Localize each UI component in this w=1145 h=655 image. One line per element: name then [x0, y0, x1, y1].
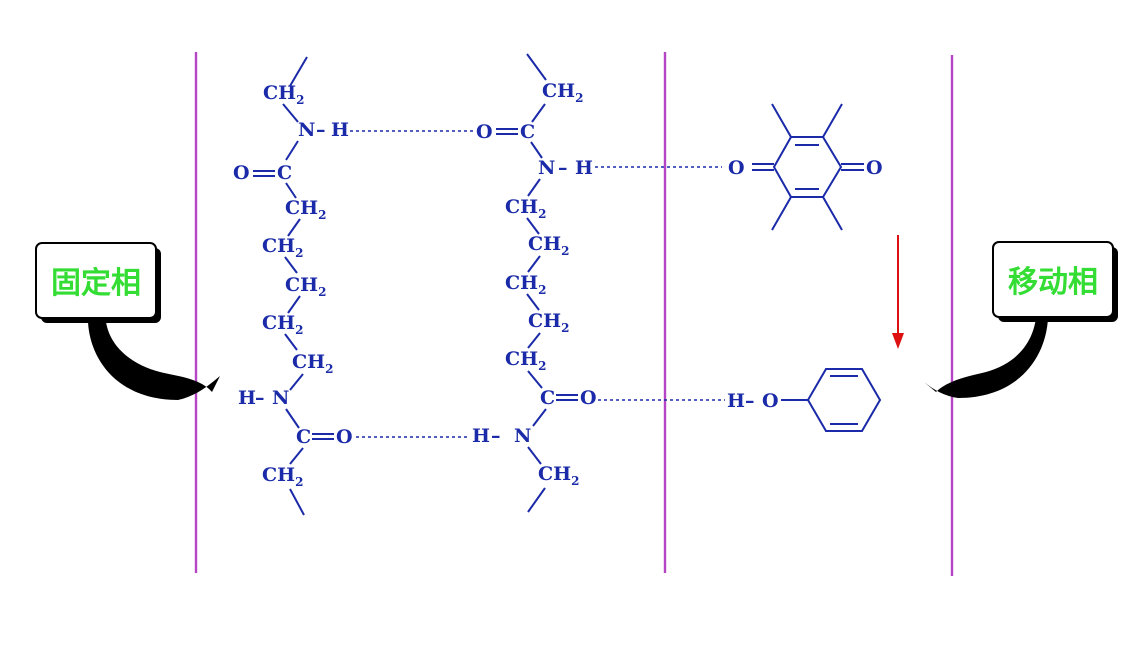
quinone-o-right: O: [866, 157, 883, 179]
left-ch2-2: CH2: [285, 197, 326, 222]
right-polyamide-chain: CH2 O C N – H CH2 CH2 CH2 CH2 CH2 C O H …: [472, 53, 597, 513]
flow-arrow-icon: [892, 235, 904, 349]
phenol-h: H: [727, 390, 745, 412]
mobile-phase-label: 移动相: [1008, 265, 1098, 300]
left-polyamide-chain: CH2 N – H O C CH2 CH2 CH2 CH2 CH2 H – N …: [233, 56, 353, 516]
phenol-molecule: H – O: [727, 368, 882, 432]
left-ch2-6: CH2: [292, 351, 333, 376]
right-ch2-3: CH2: [528, 233, 569, 258]
right-ch2-2: CH2: [505, 196, 546, 221]
phenol-dash: –: [745, 390, 755, 412]
stationary-callout-pointer: [88, 322, 220, 400]
right-n-2: N: [514, 425, 531, 447]
right-c-1: C: [520, 121, 535, 143]
right-dash-2: –: [491, 425, 501, 447]
left-o-1: O: [233, 162, 250, 184]
right-n-1: N: [538, 157, 555, 179]
right-ch2-7: CH2: [538, 463, 579, 488]
right-h-1: H: [575, 157, 593, 179]
left-n-1: N: [298, 119, 315, 141]
left-o-2: O: [336, 426, 353, 448]
mobile-phase-callout: 移动相: [924, 241, 1118, 398]
left-ch2-3: CH2: [262, 235, 303, 260]
right-c-2: C: [540, 387, 555, 409]
right-ch2-1: CH2: [542, 80, 583, 105]
right-h-2: H: [472, 425, 490, 447]
left-c-2: C: [296, 426, 311, 448]
stationary-phase-label: 固定相: [51, 266, 141, 301]
right-ch2-4: CH2: [505, 272, 546, 297]
right-dash-1: –: [558, 157, 568, 179]
left-ch2-5: CH2: [262, 312, 303, 337]
stationary-phase-callout: 固定相: [35, 242, 220, 400]
right-ch2-5: CH2: [528, 310, 569, 335]
right-o-1: O: [476, 121, 493, 143]
left-dash-2: –: [255, 387, 265, 409]
phenol-o: O: [762, 390, 779, 412]
left-ch2-7: CH2: [262, 464, 303, 489]
left-c-1: C: [277, 162, 292, 184]
left-h-1: H: [331, 119, 349, 141]
left-n-2: N: [272, 387, 289, 409]
right-ch2-6: CH2: [505, 348, 546, 373]
left-ch2-1: CH2: [263, 82, 304, 107]
right-o-2: O: [580, 387, 597, 409]
left-dash-1: –: [316, 119, 326, 141]
quinone-o-left: O: [728, 157, 745, 179]
left-h-2: H: [238, 387, 256, 409]
left-ch2-4: CH2: [285, 274, 326, 299]
mobile-callout-pointer: [924, 318, 1048, 398]
quinone-molecule: O O: [728, 103, 883, 231]
